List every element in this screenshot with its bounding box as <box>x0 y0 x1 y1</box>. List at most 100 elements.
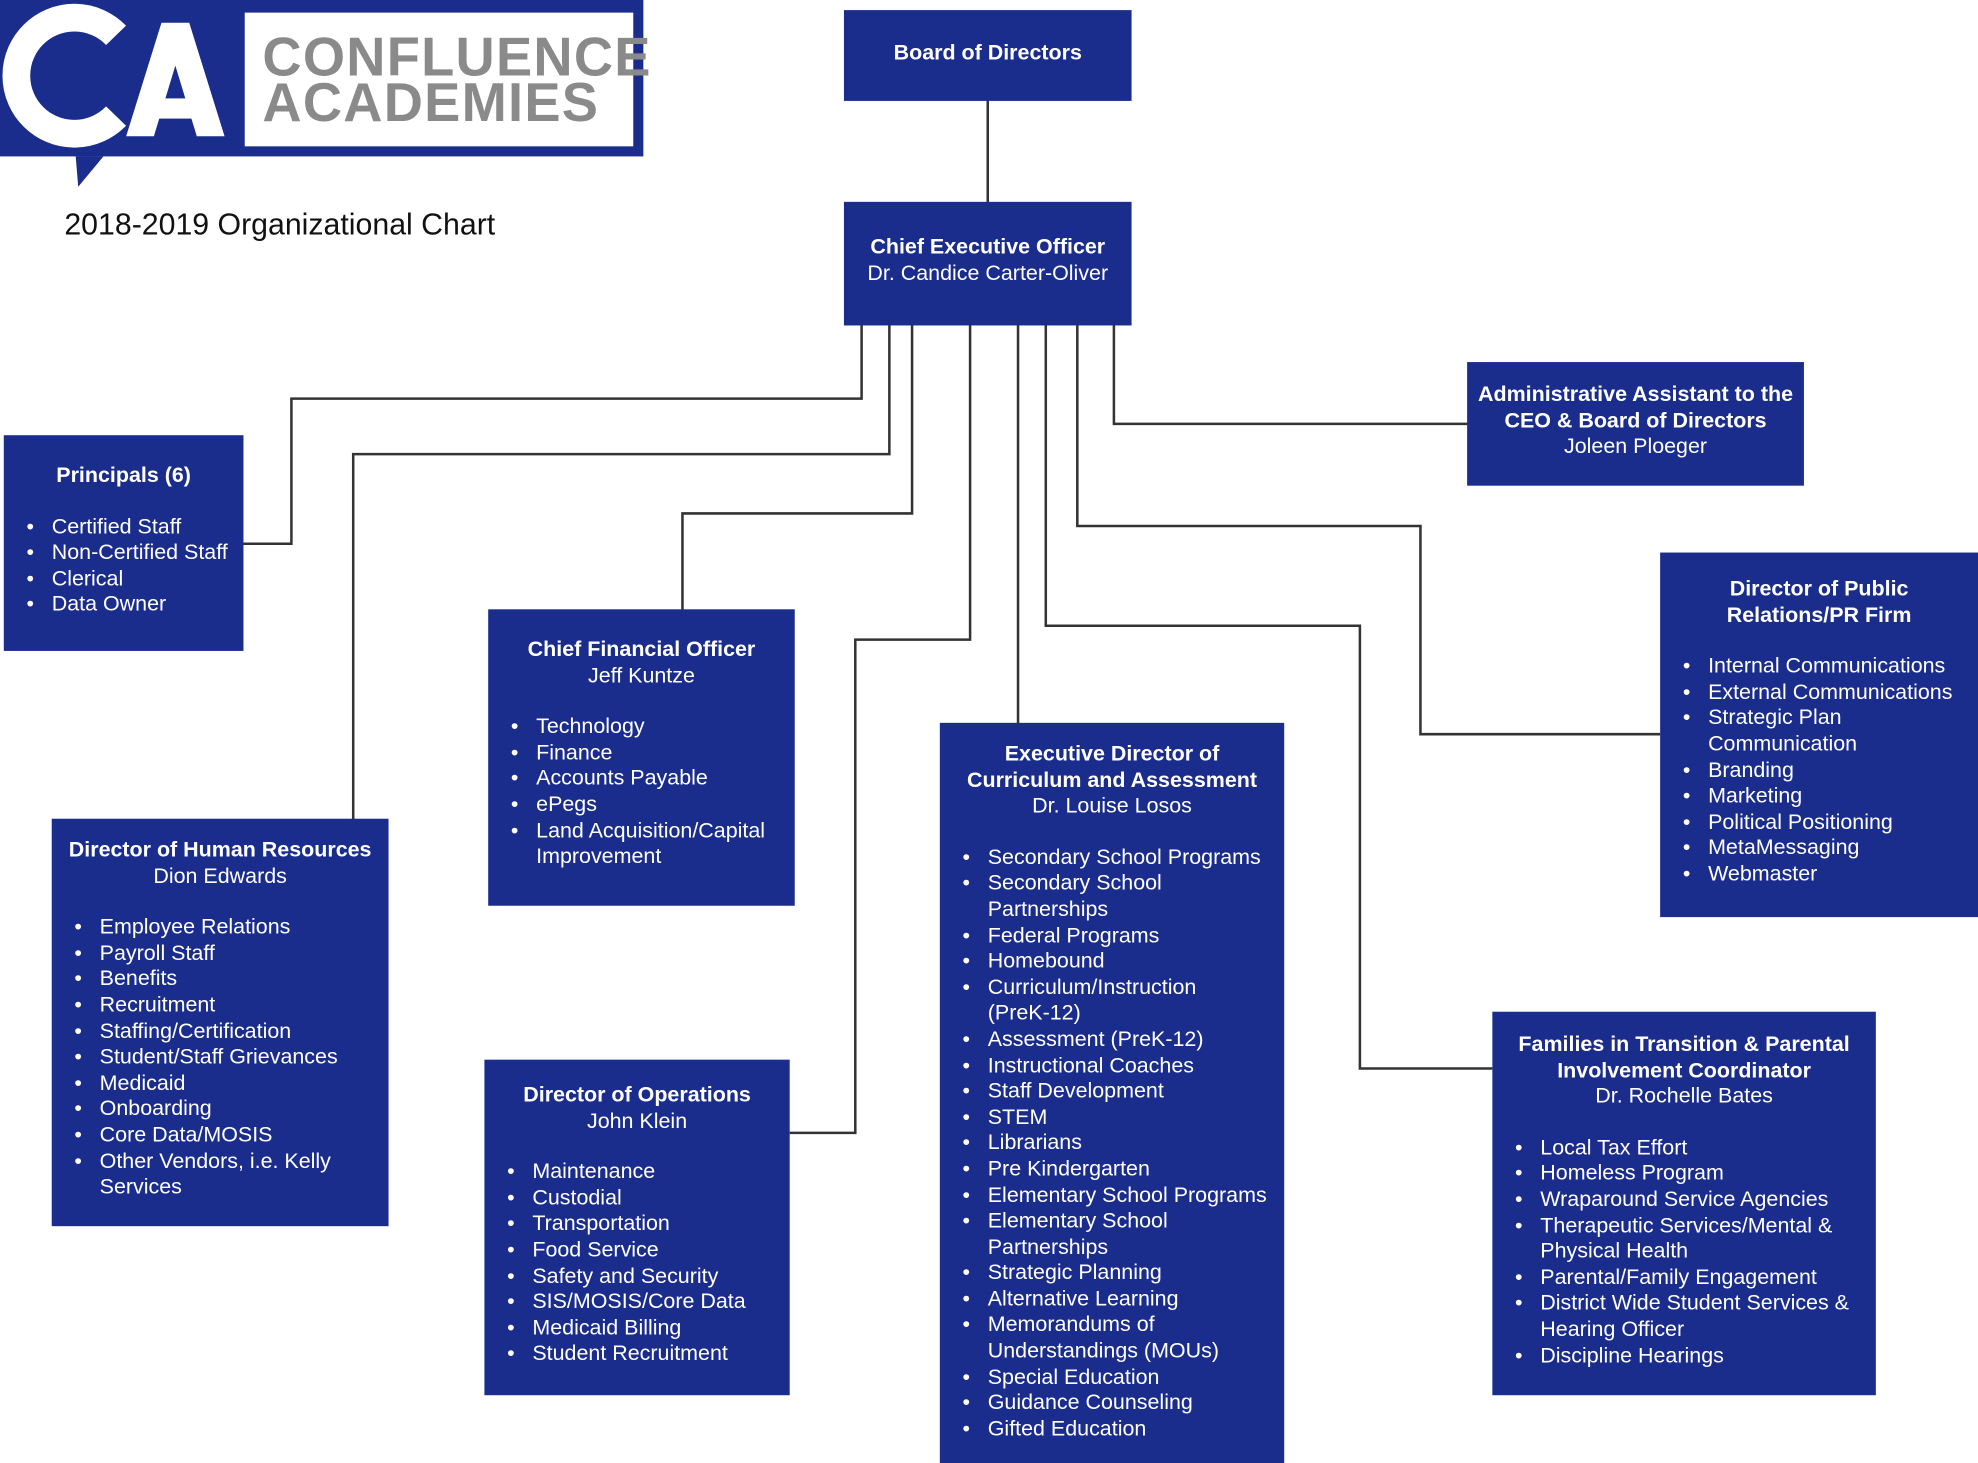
node-person: Joleen Ploeger <box>1563 434 1708 459</box>
duty-item: Finance <box>498 740 784 766</box>
node-title: Families in Transition & Parental <box>1518 1031 1850 1056</box>
node-title: Chief Executive Officer <box>870 234 1106 259</box>
node-title: Chief Financial Officer <box>527 637 756 662</box>
connector-ceo-pr <box>1076 324 1661 736</box>
node-person: Dr. Louise Losos <box>1032 793 1192 818</box>
duty-item: Recruitment <box>62 993 379 1019</box>
node-curriculum-assessment: Executive Director of Curriculum and Ass… <box>939 722 1285 1463</box>
node-title: Director of Human Resources <box>68 837 372 862</box>
duty-item: Elementary School <box>950 1209 1274 1235</box>
duty-item: Webmaster <box>1670 862 1968 888</box>
duty-item: Homebound <box>950 949 1274 975</box>
duty-item: Librarians <box>950 1131 1274 1157</box>
node-ceo: Chief Executive Officer Dr. Candice Cart… <box>843 201 1132 326</box>
duty-item: Instructional Coaches <box>950 1053 1274 1079</box>
duty-list: TechnologyFinanceAccounts PayableePegsLa… <box>498 714 784 870</box>
duty-item: Staff Development <box>950 1079 1274 1105</box>
duty-item: Curriculum/Instruction <box>950 975 1274 1001</box>
duty-item: Pre Kindergarten <box>950 1157 1274 1183</box>
connector-ceo-cfo <box>681 324 914 611</box>
duty-item: STEM <box>950 1105 1274 1131</box>
duty-item: MetaMessaging <box>1670 836 1968 862</box>
connector-ceo-families <box>1044 324 1493 1070</box>
duty-item: Federal Programs <box>950 923 1274 949</box>
duty-item: Medicaid <box>62 1071 379 1097</box>
duty-item: Maintenance <box>495 1160 780 1186</box>
node-person: John Klein <box>586 1108 688 1133</box>
connector-ceo-ops <box>789 324 972 1135</box>
node-title: CEO & Board of Directors <box>1504 408 1767 433</box>
duty-item: Safety and Security <box>495 1263 780 1289</box>
duty-list: MaintenanceCustodialTransportationFood S… <box>495 1160 780 1368</box>
duty-item: Benefits <box>62 967 379 993</box>
node-board-of-directors: Board of Directors <box>843 10 1132 101</box>
duty-item: SIS/MOSIS/Core Data <box>495 1289 780 1315</box>
duty-item: Wraparound Service Agencies <box>1502 1187 1865 1213</box>
node-person: Jeff Kuntze <box>588 663 695 688</box>
duty-item: Accounts Payable <box>498 766 784 792</box>
duty-item: Technology <box>498 714 784 740</box>
duty-item: Elementary School Programs <box>950 1183 1274 1209</box>
node-title: Administrative Assistant to the <box>1478 382 1794 407</box>
duty-item: Strategic Plan <box>1670 706 1968 732</box>
node-administrative-assistant: Administrative Assistant to the CEO & Bo… <box>1467 362 1804 486</box>
duty-item: Partnerships <box>987 1234 1109 1259</box>
duty-item: Therapeutic Services/Mental & <box>1502 1213 1865 1239</box>
connector-ceo-assistant <box>1112 324 1469 426</box>
node-title: Principals (6) <box>56 462 191 487</box>
duty-item: Staffing/Certification <box>62 1019 379 1045</box>
duty-item: Employee Relations <box>62 915 379 941</box>
node-title: Director of Operations <box>523 1082 751 1107</box>
duty-item: Parental/Family Engagement <box>1502 1265 1865 1291</box>
connector-ceo-hr <box>351 324 891 820</box>
node-title: Relations/PR Firm <box>1726 602 1912 627</box>
duty-item: Understandings (MOUs) <box>987 1338 1219 1363</box>
confluence-logo: CONFLUENCE ACADEMIES <box>0 0 650 187</box>
duty-item: Discipline Hearings <box>1502 1343 1865 1369</box>
duty-item: Branding <box>1670 758 1968 784</box>
duty-item: Political Positioning <box>1670 810 1968 836</box>
duty-item: Assessment (PreK-12) <box>950 1027 1274 1053</box>
logo-wordmark-panel <box>244 12 634 147</box>
node-cfo: Chief Financial Officer Jeff Kuntze Tech… <box>488 609 795 906</box>
duty-item: Communication <box>1708 731 1858 756</box>
node-principals: Principals (6) Certified Staff Non-Certi… <box>3 435 244 651</box>
duty-item: Student/Staff Grievances <box>62 1045 379 1071</box>
duty-item: Onboarding <box>62 1097 379 1123</box>
node-title: Executive Director of <box>1004 741 1220 766</box>
duty-item: Partnerships <box>987 896 1109 921</box>
duty-item: Land Acquisition/Capital <box>498 818 784 844</box>
duty-item: Other Vendors, i.e. Kelly <box>62 1149 379 1175</box>
duty-item: Memorandums of <box>950 1313 1274 1339</box>
duty-item: ePegs <box>498 792 784 818</box>
duty-list: Internal CommunicationsExternal Communic… <box>1670 654 1968 888</box>
duty-item: Transportation <box>495 1212 780 1238</box>
connector-ceo-principals <box>243 324 863 545</box>
node-operations: Director of Operations John Klein Mainte… <box>484 1059 790 1396</box>
node-public-relations: Director of Public Relations/PR Firm Int… <box>1660 552 1978 918</box>
ca-monogram-icon <box>2 3 225 187</box>
duty-list: Secondary School ProgramsSecondary Schoo… <box>950 845 1274 1443</box>
node-human-resources: Director of Human Resources Dion Edwards… <box>51 818 389 1227</box>
node-title: Director of Public <box>1729 576 1909 601</box>
duty-item: Secondary School <box>950 871 1274 897</box>
duty-item: Physical Health <box>1540 1238 1689 1263</box>
duty-item: Services <box>99 1174 182 1199</box>
node-families-in-transition: Families in Transition & Parental Involv… <box>1492 1011 1876 1396</box>
duty-item: Core Data/MOSIS <box>62 1123 379 1149</box>
duty-item: Non-Certified Staff <box>14 540 234 566</box>
duty-item: Medicaid Billing <box>495 1315 780 1341</box>
logo-word-academies: ACADEMIES <box>262 73 600 134</box>
duty-item: Guidance Counseling <box>950 1390 1274 1416</box>
duty-item: Special Education <box>950 1365 1274 1391</box>
node-person: Dion Edwards <box>153 863 287 888</box>
duty-item: Custodial <box>495 1186 780 1212</box>
duty-item: Secondary School Programs <box>950 845 1274 871</box>
duty-item: Hearing Officer <box>1540 1316 1685 1341</box>
duty-item: Marketing <box>1670 784 1968 810</box>
duty-item: Alternative Learning <box>950 1287 1274 1313</box>
duty-item: Strategic Planning <box>950 1261 1274 1287</box>
duty-item: Certified Staff <box>14 514 234 540</box>
